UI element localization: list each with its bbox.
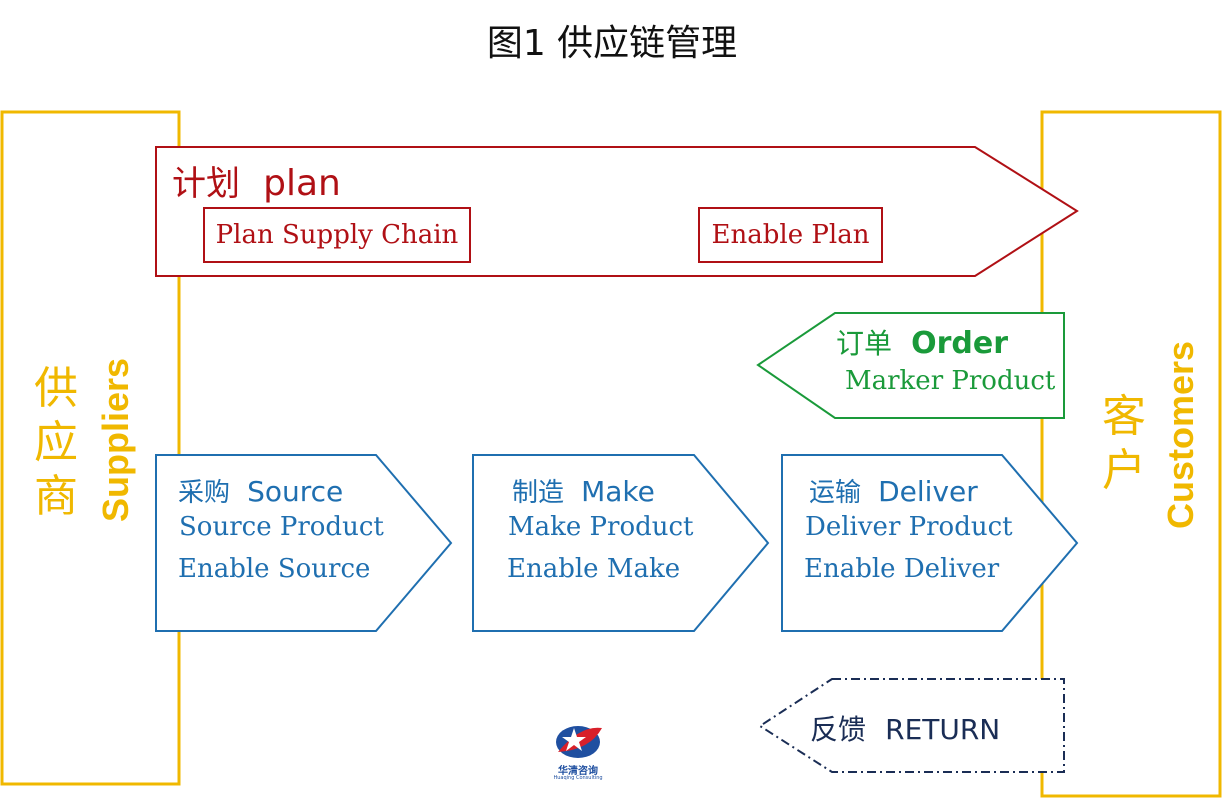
make-cn: 制造 <box>512 478 565 508</box>
make-en: Make <box>581 475 655 508</box>
plan-item-enable-plan: Enable Plan <box>698 207 883 263</box>
deliver-cn: 运输 <box>809 478 862 508</box>
customers-bar <box>1040 110 1222 798</box>
customers-en-label: Customers <box>1160 340 1201 530</box>
suppliers-cn-label: 供应商 <box>34 363 78 522</box>
source-item-enable-source: Enable Source <box>178 554 371 584</box>
source-cn: 采购 <box>178 478 231 508</box>
order-arrow <box>756 312 1065 419</box>
deliver-item-deliver-product: Deliver Product <box>805 512 1013 542</box>
customers-cn-label: 客户 <box>1102 391 1146 496</box>
return-cn: 反馈 <box>810 713 867 746</box>
diagram-title: 图1 供应链管理 <box>486 23 738 64</box>
return-heading: 反馈 RETURN <box>810 708 1000 748</box>
make-item-enable-make: Enable Make <box>507 554 681 584</box>
return-arrow <box>758 678 1065 773</box>
logo-mark <box>556 726 602 758</box>
deliver-arrow <box>781 454 1079 632</box>
logo-text: 华清咨询 <box>558 766 598 777</box>
source-heading: 采购 Source <box>178 472 343 509</box>
order-item: Marker Product <box>845 366 1056 396</box>
plan-heading: 计划 plan <box>172 156 341 205</box>
plan-item-plan-supply-chain: Plan Supply Chain <box>203 207 471 263</box>
plan-en: plan <box>263 163 341 204</box>
deliver-en: Deliver <box>878 475 978 508</box>
suppliers-bar <box>0 110 181 786</box>
suppliers-en-label: Suppliers <box>95 357 136 523</box>
deliver-item-enable-deliver: Enable Deliver <box>804 554 1000 584</box>
deliver-heading: 运输 Deliver <box>809 472 978 509</box>
source-item-source-product: Source Product <box>179 512 384 542</box>
return-en: RETURN <box>885 713 1001 746</box>
source-arrow <box>155 454 453 632</box>
order-heading: 订单 Order <box>836 322 1008 362</box>
make-arrow <box>472 454 770 632</box>
make-item-make-product: Make Product <box>508 512 694 542</box>
logo-subtext: Huaqing Consulting <box>553 775 603 781</box>
plan-arrow <box>155 146 1079 277</box>
order-en: Order <box>911 326 1009 361</box>
source-en: Source <box>247 475 344 508</box>
make-heading: 制造 Make <box>512 472 655 509</box>
plan-cn: 计划 <box>172 164 240 204</box>
order-cn: 订单 <box>836 327 893 360</box>
